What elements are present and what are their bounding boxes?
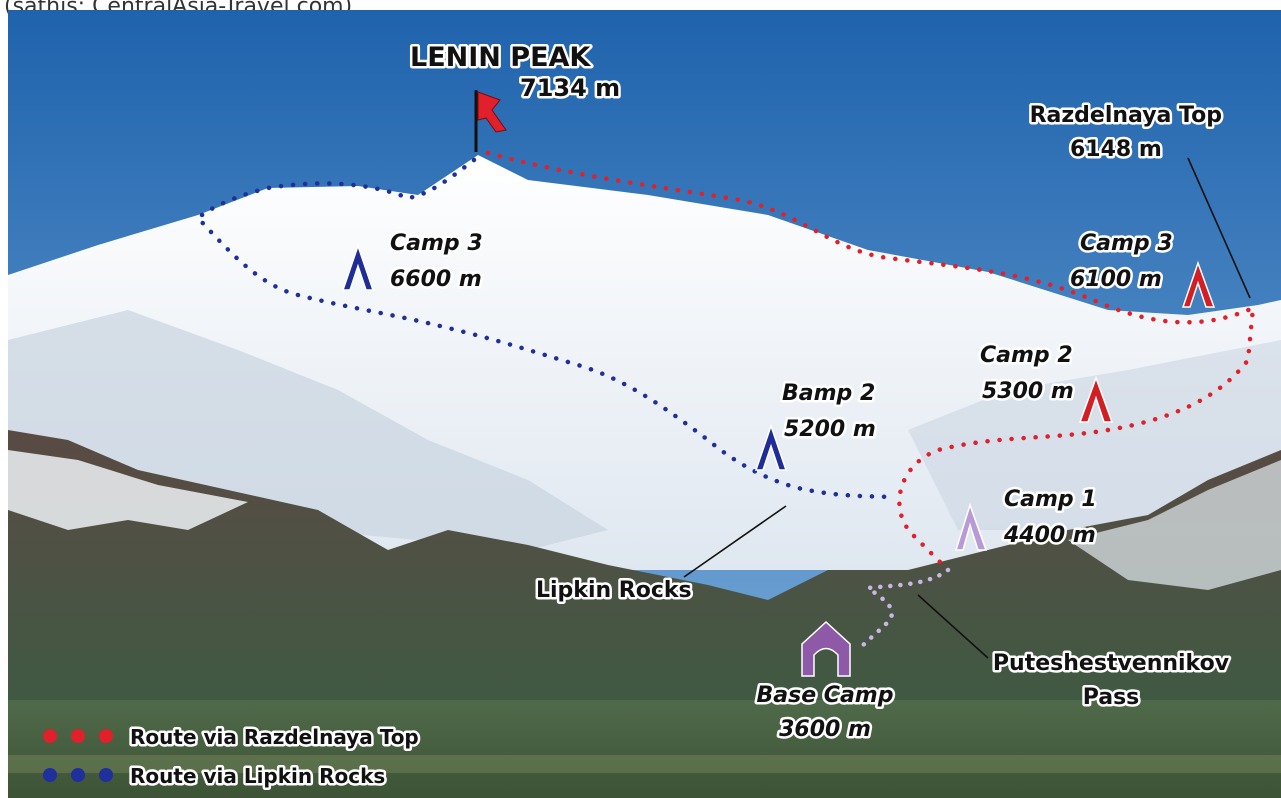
foothill-snow xyxy=(8,450,248,530)
valley-band xyxy=(8,755,1281,773)
base-camp-elevation: 3600 m xyxy=(779,717,871,742)
pass-label-line1: Puteshestvennikov xyxy=(993,651,1230,676)
valley-ground xyxy=(8,700,1281,798)
legend: Route via Razdelnaya Top Route via Lipki… xyxy=(43,723,421,791)
summit-flag-icon xyxy=(474,90,507,152)
lipkin-rocks-label: Lipkin Rocks xyxy=(536,578,692,603)
razdelnaya-leader xyxy=(1187,157,1251,299)
tent-icon-camp1 xyxy=(954,502,988,551)
razdelnaya-top-name: Razdelnaya Top xyxy=(1030,103,1222,128)
hut-icon-base-camp xyxy=(801,620,851,677)
peak-name: LENIN PEAK xyxy=(410,42,591,73)
pass-leader xyxy=(917,594,989,659)
pass-label-line2: Pass xyxy=(1083,685,1140,710)
legend-lipkin-swatch xyxy=(43,768,113,782)
lipkin-camp3-name: Camp 3 xyxy=(390,231,483,256)
lipkin-camp2-name: Bamp 2 xyxy=(782,381,875,406)
map-frame: LENIN PEAK 7134 m Razdelnaya Top 6148 m … xyxy=(8,10,1281,798)
legend-lipkin-label: Route via Lipkin Rocks xyxy=(130,764,385,788)
tent-icon-razdelnaya-camp2 xyxy=(1078,375,1114,423)
legend-razdelnaya-label: Route via Razdelnaya Top xyxy=(130,725,419,749)
tent-icon-lipkin-camp2 xyxy=(754,423,788,471)
tent-icon-razdelnaya-camp3 xyxy=(1181,260,1216,308)
razdelnaya-top-elevation: 6148 m xyxy=(1070,137,1162,162)
lipkin-camp2-elevation: 5200 m xyxy=(784,417,876,442)
razdelnaya-camp3-elevation: 6100 m xyxy=(1070,267,1162,292)
base-camp-name: Base Camp xyxy=(757,683,894,708)
tent-icon-lipkin-camp3 xyxy=(341,243,375,291)
peak-elevation: 7134 m xyxy=(520,74,620,102)
foothills xyxy=(8,430,1281,710)
snow-shadow-right xyxy=(908,340,1281,530)
razdelnaya-camp2-name: Camp 2 xyxy=(980,343,1073,368)
lipkin-camp3-elevation: 6600 m xyxy=(390,267,482,292)
camp1-name: Camp 1 xyxy=(1004,487,1097,512)
camp1-elevation: 4400 m xyxy=(1003,523,1096,548)
foothill-snow-2 xyxy=(1068,460,1281,590)
razdelnaya-camp2-elevation: 5300 m xyxy=(982,379,1074,404)
legend-razdelnaya-swatch xyxy=(43,729,113,743)
lipkin-rocks-leader xyxy=(683,505,787,578)
razdelnaya-camp3-name: Camp 3 xyxy=(1080,231,1173,256)
route-map: LENIN PEAK 7134 m Razdelnaya Top 6148 m … xyxy=(8,10,1281,798)
